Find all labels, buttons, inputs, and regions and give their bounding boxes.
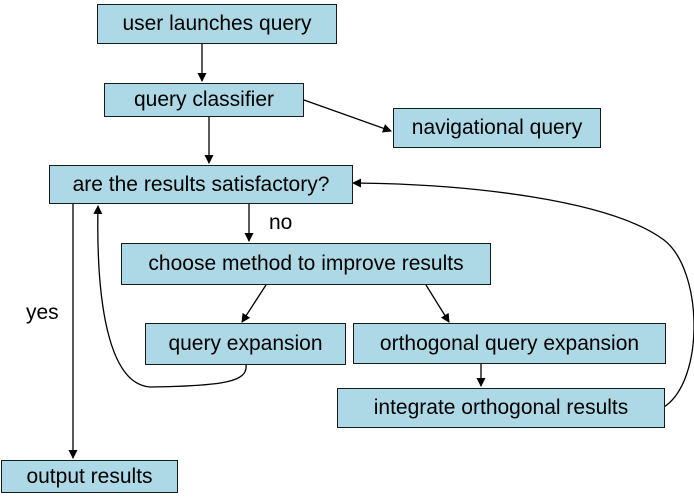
- edge-expansion-loop-back: [93, 205, 247, 388]
- node-are-results-satisfactory: are the results satisfactory?: [49, 165, 353, 204]
- node-query-expansion: query expansion: [145, 323, 346, 365]
- node-output-results: output results: [1, 460, 178, 493]
- edge-classifier-to-navigational: [303, 99, 392, 133]
- node-navigational-query: navigational query: [393, 108, 601, 148]
- node-query-classifier: query classifier: [104, 83, 304, 117]
- edge-choose-to-orthogonal: [425, 284, 450, 323]
- edge-choose-to-expansion: [241, 284, 267, 323]
- node-choose-method: choose method to improve results: [121, 243, 491, 285]
- edge-integrate-loop-back: [352, 178, 694, 408]
- node-integrate-orthogonal-results: integrate orthogonal results: [337, 388, 665, 428]
- edge-label-no: no: [269, 211, 293, 234]
- node-orthogonal-query-expansion: orthogonal query expansion: [353, 323, 666, 364]
- edge-label-yes: yes: [26, 301, 59, 324]
- node-user-launches-query: user launches query: [97, 4, 337, 44]
